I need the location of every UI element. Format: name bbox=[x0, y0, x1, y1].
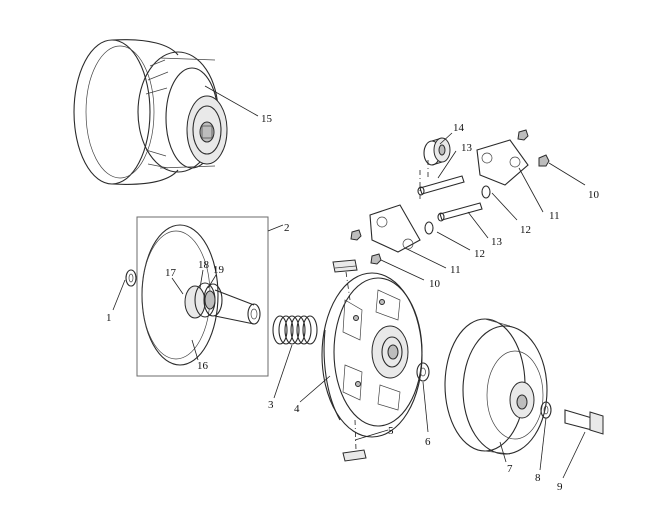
callout-10-lower: 10 bbox=[429, 278, 441, 290]
part-12-washer-upper bbox=[481, 185, 491, 199]
part-10-nut-lower bbox=[370, 253, 382, 265]
callouts: 1 2 3 4 5 6 7 8 9 10 10 11 11 12 12 13 1… bbox=[106, 113, 600, 493]
callout-14: 14 bbox=[453, 122, 465, 134]
callout-18: 18 bbox=[198, 259, 210, 271]
callout-19: 19 bbox=[213, 264, 225, 276]
callout-16: 16 bbox=[197, 360, 209, 372]
callout-15: 15 bbox=[261, 113, 273, 125]
part-12-washer-lower bbox=[424, 221, 434, 235]
callout-12-lower: 12 bbox=[474, 248, 485, 260]
part-13-pin-upper bbox=[417, 175, 465, 196]
callout-7: 7 bbox=[507, 463, 513, 475]
part-11-link-plate-upper bbox=[476, 139, 529, 186]
part-2-fixed-sheave bbox=[141, 224, 261, 366]
part-5-slider-top bbox=[332, 259, 358, 273]
callout-5: 5 bbox=[388, 425, 394, 437]
part-15-pulley-assembly bbox=[73, 39, 228, 185]
callout-3: 3 bbox=[268, 399, 274, 411]
callout-1: 1 bbox=[106, 312, 112, 324]
callout-13-lower: 13 bbox=[491, 236, 503, 248]
callout-9: 9 bbox=[557, 481, 563, 493]
part-3-spring bbox=[272, 315, 318, 345]
callout-11-lower: 11 bbox=[450, 264, 461, 276]
part-5-slider-bottom bbox=[342, 449, 367, 462]
callout-10-right: 10 bbox=[588, 189, 600, 201]
part-13-pin-lower bbox=[437, 202, 483, 222]
callout-8: 8 bbox=[535, 472, 541, 484]
callout-6: 6 bbox=[425, 436, 431, 448]
callout-11-right: 11 bbox=[549, 210, 560, 222]
callout-4: 4 bbox=[294, 403, 300, 415]
part-11-link-plate-lower bbox=[369, 204, 421, 253]
part-2-group-box bbox=[136, 216, 269, 377]
part-7-cover-pulley bbox=[444, 318, 548, 455]
part-6-washer bbox=[416, 362, 430, 382]
leader-lines bbox=[112, 85, 586, 479]
callout-2: 2 bbox=[284, 222, 290, 234]
part-10-nut-top-right bbox=[517, 129, 529, 141]
part-14-roller bbox=[423, 137, 451, 166]
part-10-nut-upper bbox=[538, 154, 550, 167]
part-4-ramp-plate bbox=[321, 272, 423, 438]
part-1-washer bbox=[125, 269, 137, 287]
part-9-bolt bbox=[564, 409, 604, 435]
callout-13-upper: 13 bbox=[461, 142, 473, 154]
callout-12-right: 12 bbox=[520, 224, 531, 236]
part-10-nut-left bbox=[350, 229, 362, 241]
callout-17: 17 bbox=[165, 267, 177, 279]
